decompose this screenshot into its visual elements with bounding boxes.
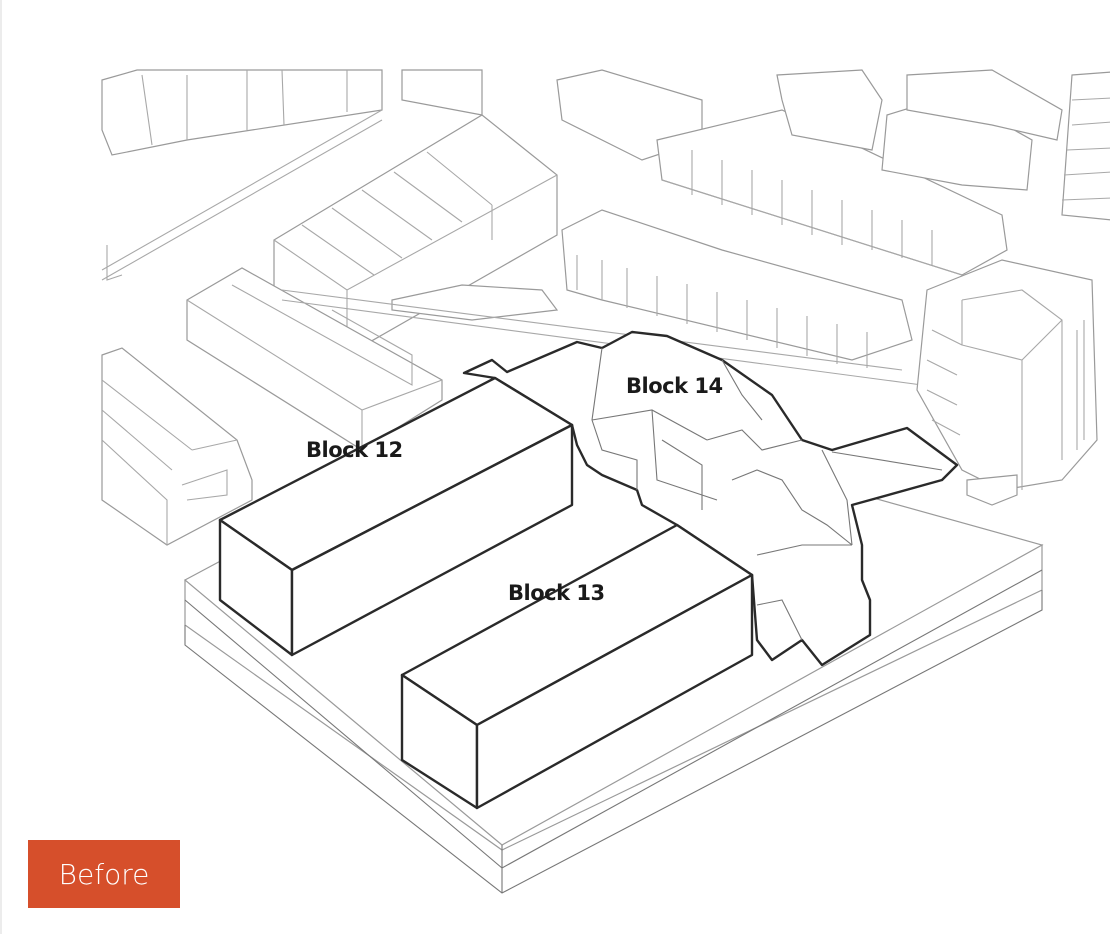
before-badge: Before [28,840,180,908]
context-buildings [101,69,1110,546]
block-12 [218,376,574,657]
label-block-12: Block 12 [306,438,403,462]
label-block-13: Block 13 [508,581,605,605]
block-13 [400,523,754,810]
block-14 [462,330,959,667]
label-block-14: Block 14 [626,374,723,398]
